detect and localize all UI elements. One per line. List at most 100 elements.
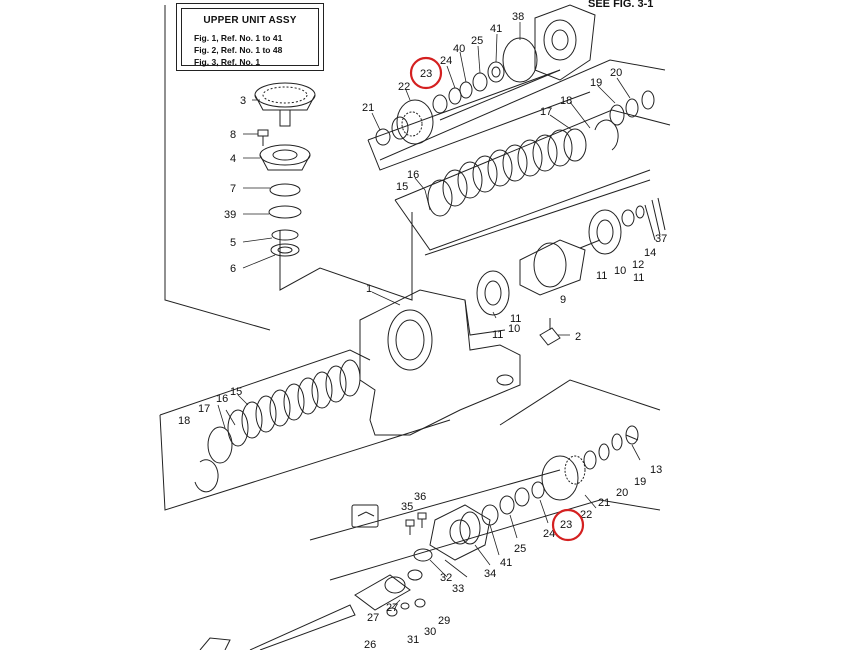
highlight-circle-23-lower (551, 508, 585, 542)
callout-4: 4 (230, 153, 236, 165)
callout-18-lower: 18 (178, 415, 190, 427)
plate-17-lower (207, 426, 233, 464)
highlight-circle-23-upper (409, 56, 443, 90)
callout-8: 8 (230, 129, 236, 141)
frame-line (424, 179, 651, 256)
callout-12: 12 (632, 259, 644, 271)
ring-19-lower (611, 433, 623, 451)
callout-25-upper: 25 (471, 35, 483, 47)
bolts-35-36 (405, 512, 427, 535)
shift-assembly-9 (519, 239, 601, 296)
callout-16-lower: 16 (216, 393, 228, 405)
callout-21-upper: 21 (362, 102, 374, 114)
propeller-shaft-26 (249, 569, 423, 650)
ring-19-upper (625, 98, 639, 118)
reverse-gear-22-lower (541, 455, 586, 501)
frame-line (379, 59, 666, 161)
bearing-6 (270, 243, 300, 257)
gear-case-housing-1 (359, 289, 521, 436)
shim-25-upper (472, 72, 488, 92)
assembly-title: UPPER UNIT ASSY (203, 15, 297, 26)
callout-27-b: 27 (367, 612, 379, 624)
callout-22-upper: 22 (398, 81, 410, 93)
callout-14: 14 (644, 247, 656, 259)
callout-19-lower: 19 (634, 476, 646, 488)
callout-36: 36 (414, 491, 426, 503)
callout-30: 30 (424, 626, 436, 638)
callout-22-lower: 22 (580, 509, 592, 521)
ring-29 (414, 598, 426, 608)
callout-35: 35 (401, 501, 413, 513)
clutch-pack-15-16-lower (227, 359, 361, 447)
callout-25-lower: 25 (514, 543, 526, 555)
assembly-line-2: Fig. 2, Ref. No. 1 to 48 (194, 45, 283, 55)
callout-2: 2 (575, 331, 581, 343)
callout-11-right-a: 11 (596, 270, 607, 282)
seal-39 (268, 205, 302, 219)
pins-14-37 (644, 197, 666, 241)
callout-24-upper: 24 (440, 55, 452, 67)
callout-41-upper: 41 (490, 23, 502, 35)
callout-39: 39 (224, 209, 236, 221)
callout-18-upper: 18 (560, 95, 572, 107)
o-ring-34 (459, 511, 481, 545)
callout-38: 38 (512, 11, 524, 23)
bevel-gear-3 (254, 82, 316, 127)
callout-11-mid-a: 11 (510, 313, 521, 325)
callout-15-lower: 15 (230, 386, 242, 398)
frame-line (164, 5, 271, 331)
bolt-8 (257, 129, 269, 146)
oil-seal-7 (269, 183, 301, 197)
frame-line (394, 169, 651, 251)
washer-24-lower (514, 487, 530, 507)
ring-20-lower (598, 443, 610, 461)
callout-17-lower: 17 (198, 403, 210, 415)
leader-lines (217, 22, 641, 609)
callout-5: 5 (230, 237, 236, 249)
grease-hint-box (351, 504, 379, 528)
clamp-2 (539, 318, 561, 346)
callout-11-mid-b: 11 (492, 329, 503, 341)
callout-41-lower: 41 (500, 557, 512, 569)
callout-27-a: 27 (386, 602, 398, 614)
shaft-end-fitting (199, 637, 231, 650)
callout-3: 3 (240, 95, 246, 107)
bearing-23-upper (432, 94, 448, 114)
callout-13: 13 (650, 464, 662, 476)
callout-24-lower: 24 (543, 528, 555, 540)
frame-line (159, 414, 451, 511)
frame-line (499, 379, 661, 426)
washer-21-lower (583, 450, 597, 470)
callout-23-upper: 23 (420, 68, 432, 80)
bearing-23-lower (531, 481, 545, 499)
circlip-18-lower (194, 459, 219, 493)
callout-15-upper: 15 (396, 181, 408, 193)
callout-20-lower: 20 (616, 487, 628, 499)
callout-37: 37 (655, 233, 667, 245)
seal-33 (413, 548, 433, 562)
shim-25-lower (499, 495, 515, 515)
bearing-housing-4 (259, 144, 311, 171)
ring-30 (400, 602, 410, 610)
callout-10-mid: 10 (508, 323, 520, 335)
callout-numbers: 38 41 25 40 24 23 22 21 3 8 4 7 39 5 6 2… (178, 11, 667, 650)
frame-line (329, 499, 661, 581)
callout-40: 40 (453, 43, 465, 55)
assembly-line-1: Fig. 1, Ref. No. 1 to 41 (194, 33, 283, 43)
callout-21-lower: 21 (598, 497, 610, 509)
callout-7: 7 (230, 183, 236, 195)
callout-10-right: 10 (614, 265, 626, 277)
washer-21-upper (375, 128, 391, 146)
callout-6: 6 (230, 263, 236, 275)
washer-24-upper (448, 87, 462, 105)
forward-gear-22-upper (391, 99, 434, 145)
callout-26: 26 (364, 639, 376, 650)
plate-17-upper (563, 128, 587, 162)
frame-line (159, 349, 371, 416)
frame-line (309, 469, 561, 541)
cover-housing-38 (534, 4, 596, 81)
callout-9: 9 (560, 294, 566, 306)
clutch-pack-15-16-upper (427, 129, 573, 217)
